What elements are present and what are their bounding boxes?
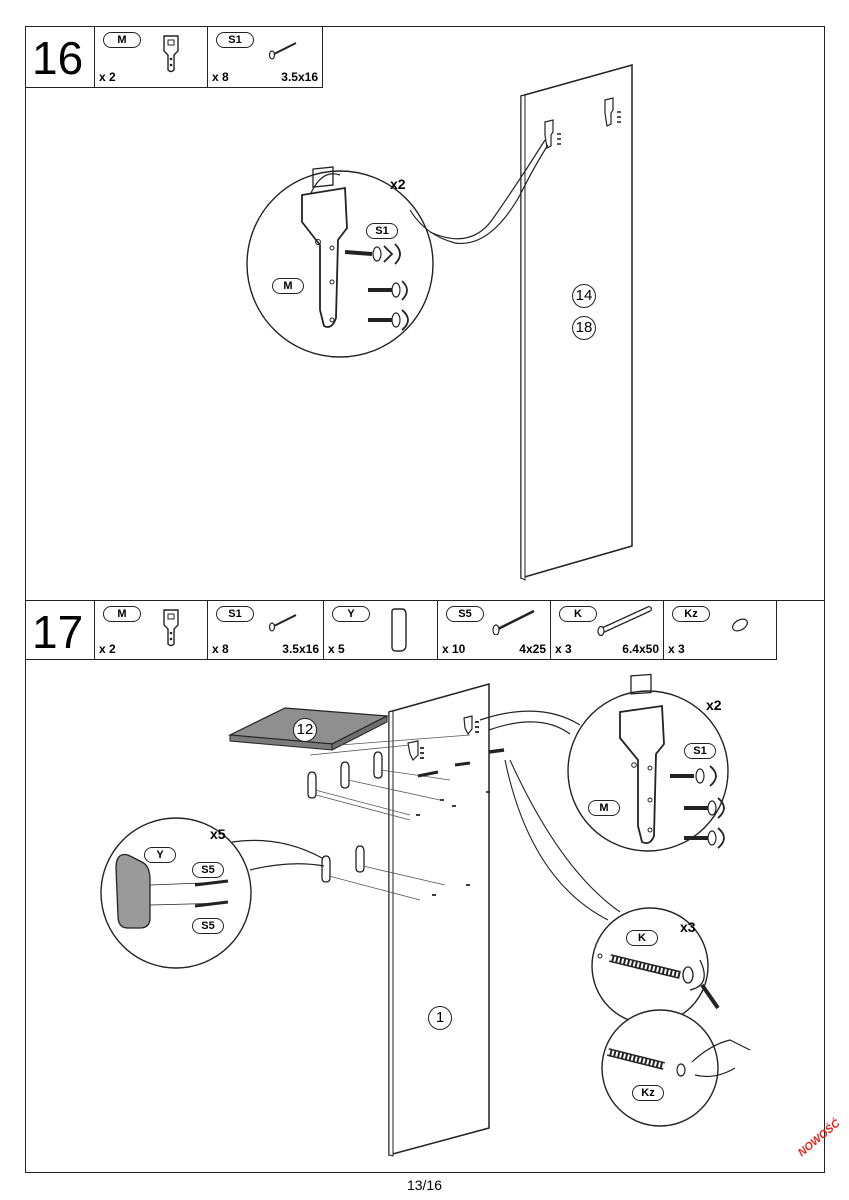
wall-plug-icon (597, 606, 652, 637)
label-kz: Kz (632, 1085, 664, 1101)
part-cell-s1: S1 x 8 3.5x16 (207, 27, 322, 87)
cap-icon (732, 618, 748, 632)
part-cell-y: Y x 5 (323, 601, 437, 659)
label-s5: S5 (192, 918, 224, 934)
step-17-header: 17 M x 2 S1 x 8 3.5x16 Y x 5 S5 x 10 4x2… (25, 600, 777, 660)
part-code: Kz (672, 606, 710, 622)
panel-screws (407, 715, 505, 896)
label-y: Y (144, 847, 176, 863)
part-qty: x 8 (212, 642, 229, 656)
part-qty: x 3 (555, 642, 572, 656)
detail-callout-plug (504, 759, 720, 1025)
screw-icon (268, 614, 297, 632)
callout-multiplier: x2 (390, 176, 406, 192)
panel-label-14: 14 (572, 284, 596, 308)
wall-hooks (307, 751, 383, 883)
detail-callout-plate-16 (246, 139, 549, 358)
hook-icon (391, 608, 407, 652)
part-qty: x 2 (99, 642, 116, 656)
part-cell-s5: S5 x 10 4x25 (437, 601, 550, 659)
part-code: M (103, 606, 141, 622)
shelf-label-12: 12 (293, 718, 317, 742)
panel-label-1: 1 (428, 1006, 452, 1030)
label-s1: S1 (366, 223, 398, 239)
label-s5: S5 (192, 862, 224, 878)
label-k: K (626, 930, 658, 946)
part-qty: x 2 (99, 70, 116, 84)
label-m: M (272, 278, 304, 294)
mounting-plate-icon (163, 35, 179, 73)
part-code: Y (332, 606, 370, 622)
part-qty: x 8 (212, 70, 229, 84)
callout-multiplier: x3 (680, 919, 696, 935)
detail-callout-cap (601, 1009, 751, 1127)
step-number: 17 (32, 606, 84, 658)
detail-callout-plate-17 (479, 673, 729, 852)
mounting-plate-icon (163, 609, 179, 647)
mounting-plate-small (544, 97, 621, 149)
part-code: K (559, 606, 597, 622)
part-cell-s1: S1 x 8 3.5x16 (207, 601, 323, 659)
part-size: 3.5x16 (282, 642, 319, 656)
part-cell-m: M x 2 (94, 27, 207, 87)
page-frame (25, 26, 825, 1173)
label-s1: S1 (684, 743, 716, 759)
part-code: M (103, 32, 141, 48)
long-screw-icon (492, 609, 535, 635)
screw-icon (268, 42, 297, 60)
step-number: 16 (32, 32, 84, 84)
shelf-12 (227, 707, 390, 751)
guide-lines (309, 734, 471, 901)
part-cell-k: K x 3 6.4x50 (550, 601, 663, 659)
part-size: 6.4x50 (622, 642, 659, 656)
panel-1 (388, 683, 490, 1157)
part-qty: x 3 (668, 642, 685, 656)
part-cell-m: M x 2 (94, 601, 207, 659)
step-16-header: 16 M x 2 S1 x 8 3.5x16 (25, 26, 323, 88)
callout-multiplier: x2 (706, 697, 722, 713)
part-size: 3.5x16 (281, 70, 318, 84)
part-qty: x 5 (328, 642, 345, 656)
page-number: 13/16 (406, 1177, 443, 1193)
callout-multiplier: x5 (210, 826, 226, 842)
part-code: S5 (446, 606, 484, 622)
label-m: M (588, 800, 620, 816)
part-code: S1 (216, 606, 254, 622)
part-cell-kz: Kz x 3 (663, 601, 776, 659)
panel-label-18: 18 (572, 316, 596, 340)
part-qty: x 10 (442, 642, 466, 656)
part-size: 4x25 (519, 642, 546, 656)
part-code: S1 (216, 32, 254, 48)
